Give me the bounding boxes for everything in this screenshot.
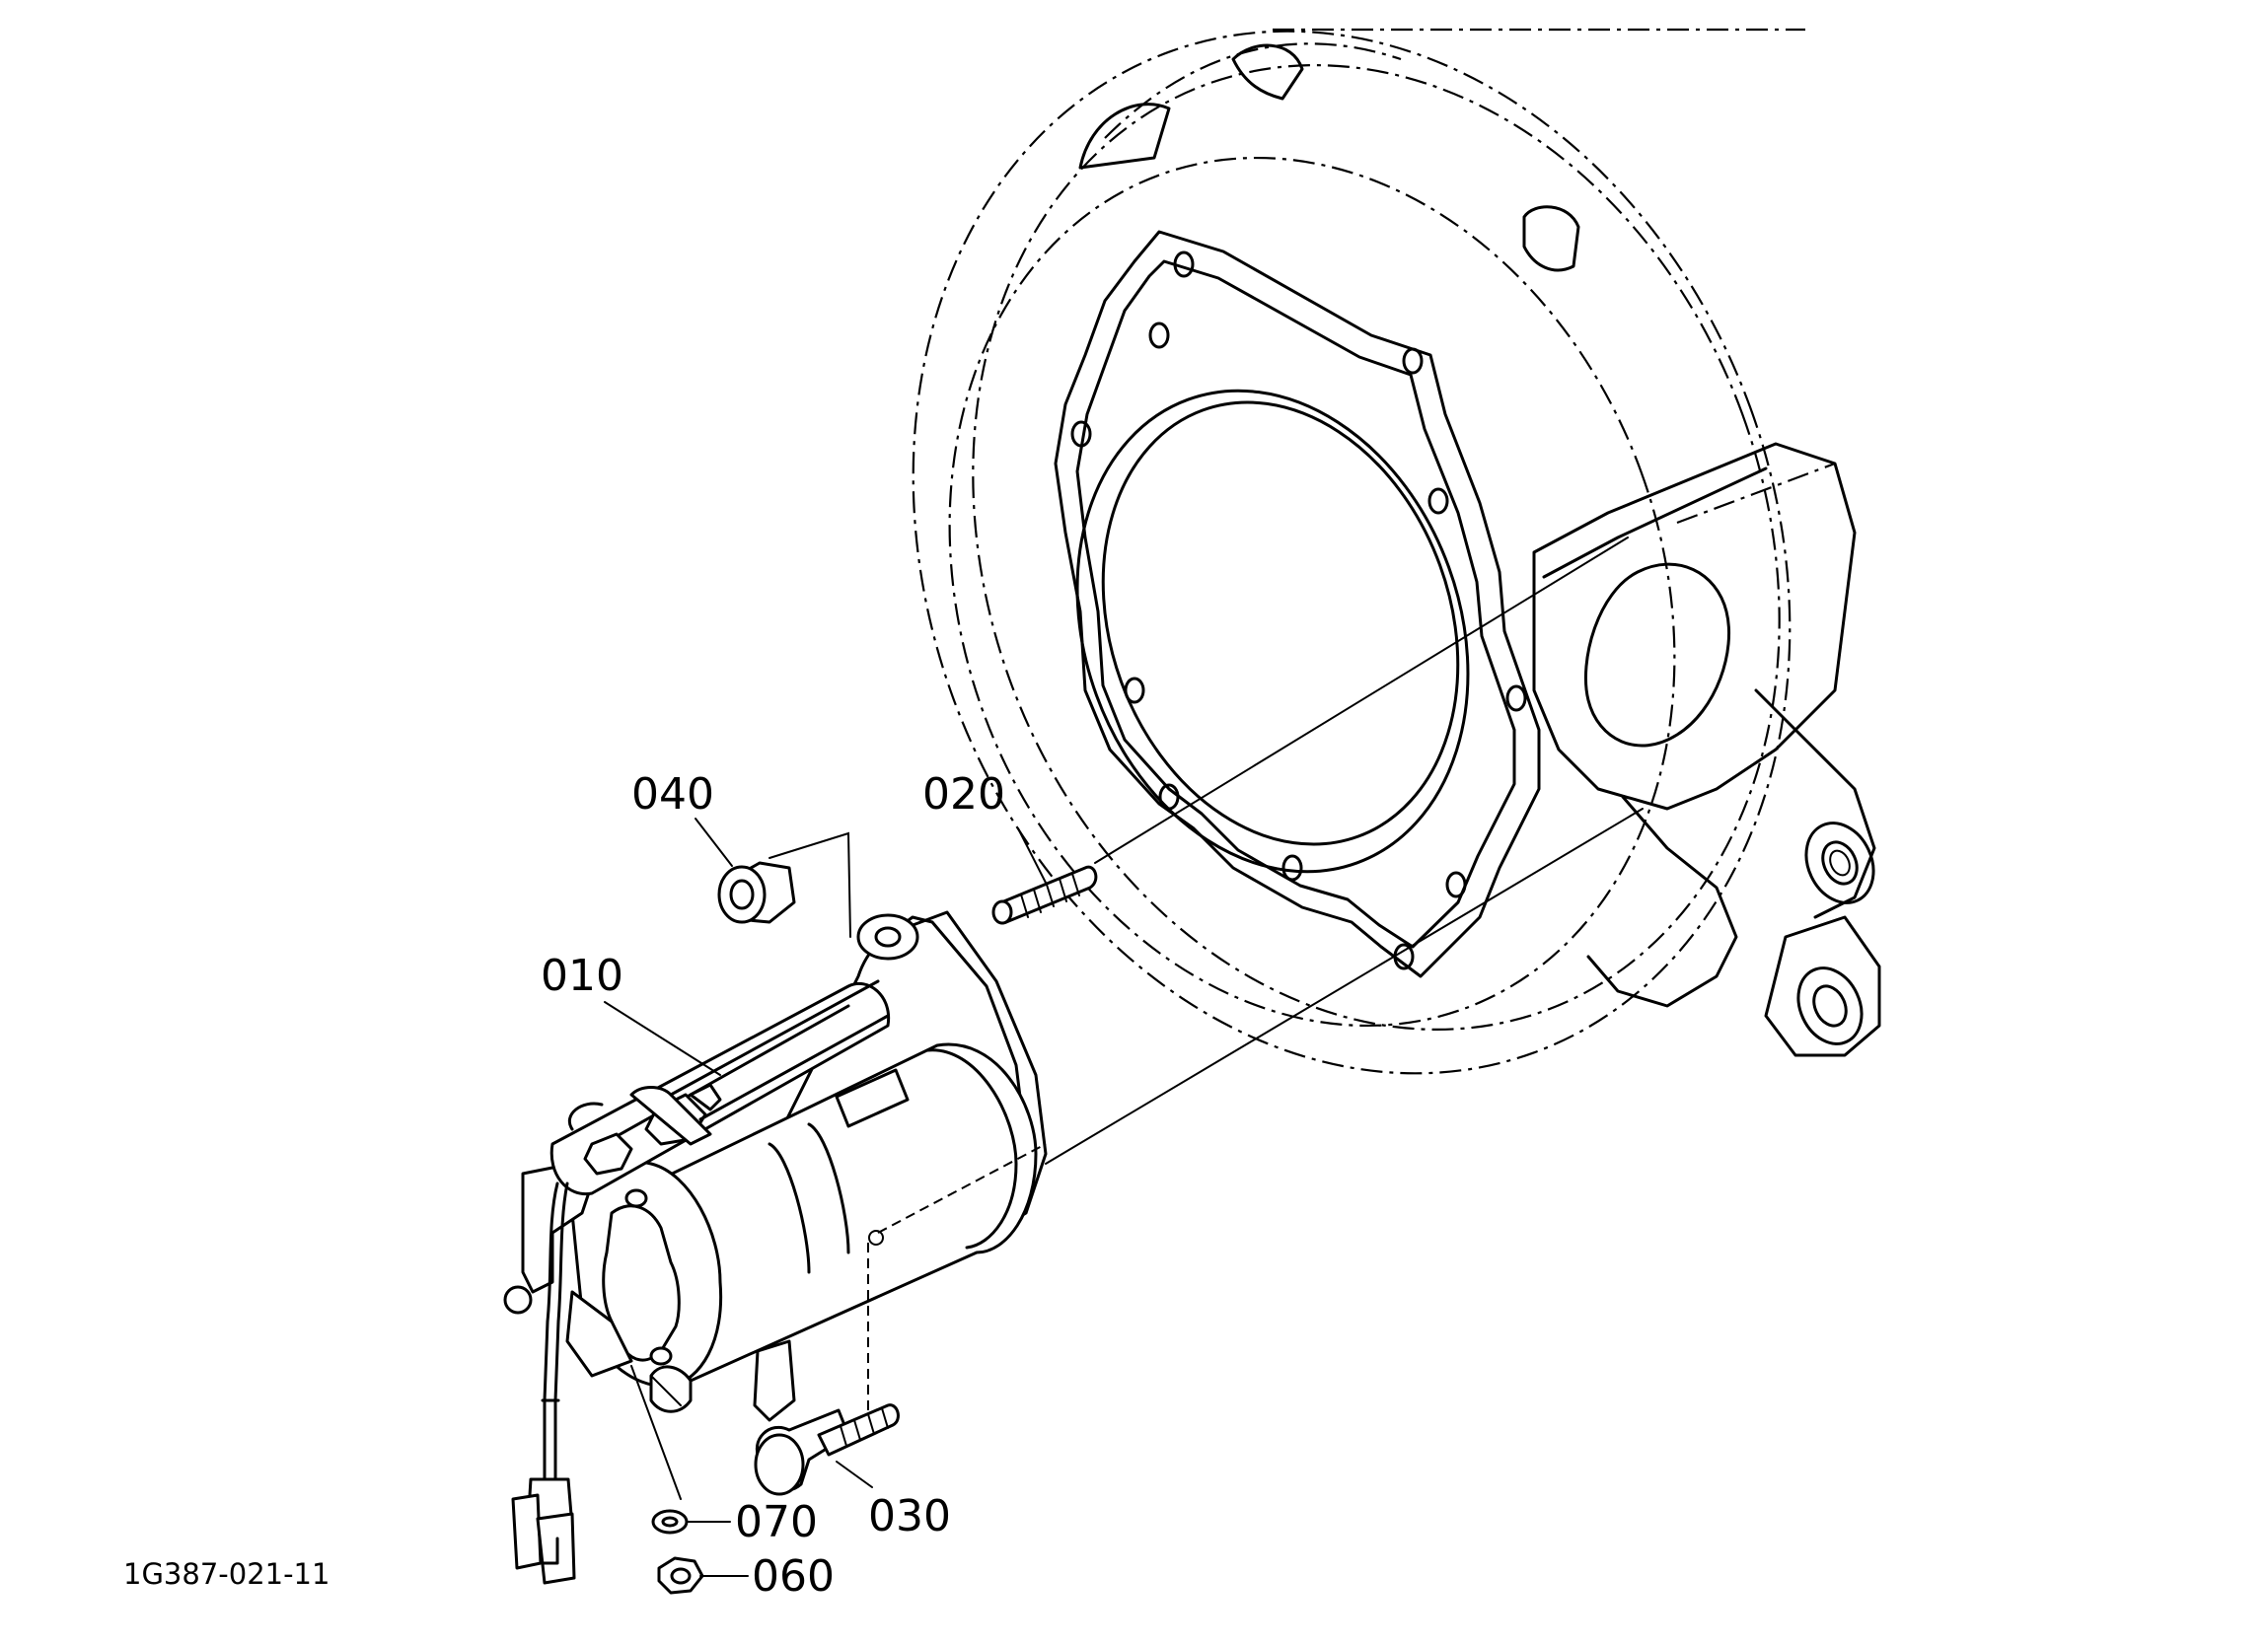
callout-labels: 040 020 010 030 070 060 bbox=[541, 769, 1005, 1602]
leader-lines bbox=[604, 818, 1047, 1577]
starter-mount-boss bbox=[1532, 442, 1876, 1008]
threaded-port-lower bbox=[1764, 915, 1881, 1057]
flywheel-housing bbox=[912, 28, 1881, 1075]
callout-030: 030 bbox=[868, 1491, 951, 1541]
bolt-030 bbox=[754, 1403, 900, 1496]
nut-040 bbox=[717, 861, 796, 924]
stud-020 bbox=[991, 865, 1098, 925]
drawing-reference-number: 1G387-021-11 bbox=[123, 1557, 329, 1591]
lock-washer-070 bbox=[651, 1509, 689, 1535]
callout-060: 060 bbox=[752, 1551, 835, 1602]
assembly-lines bbox=[650, 537, 1644, 1410]
callout-070: 070 bbox=[735, 1497, 818, 1547]
callout-020: 020 bbox=[922, 769, 1005, 820]
callout-010: 010 bbox=[541, 951, 623, 1001]
bolt-holes bbox=[1070, 250, 1527, 970]
callout-040: 040 bbox=[631, 769, 714, 820]
hex-nut-060 bbox=[657, 1556, 704, 1595]
threaded-port-upper bbox=[1804, 822, 1875, 904]
starter-motor bbox=[503, 910, 1048, 1585]
